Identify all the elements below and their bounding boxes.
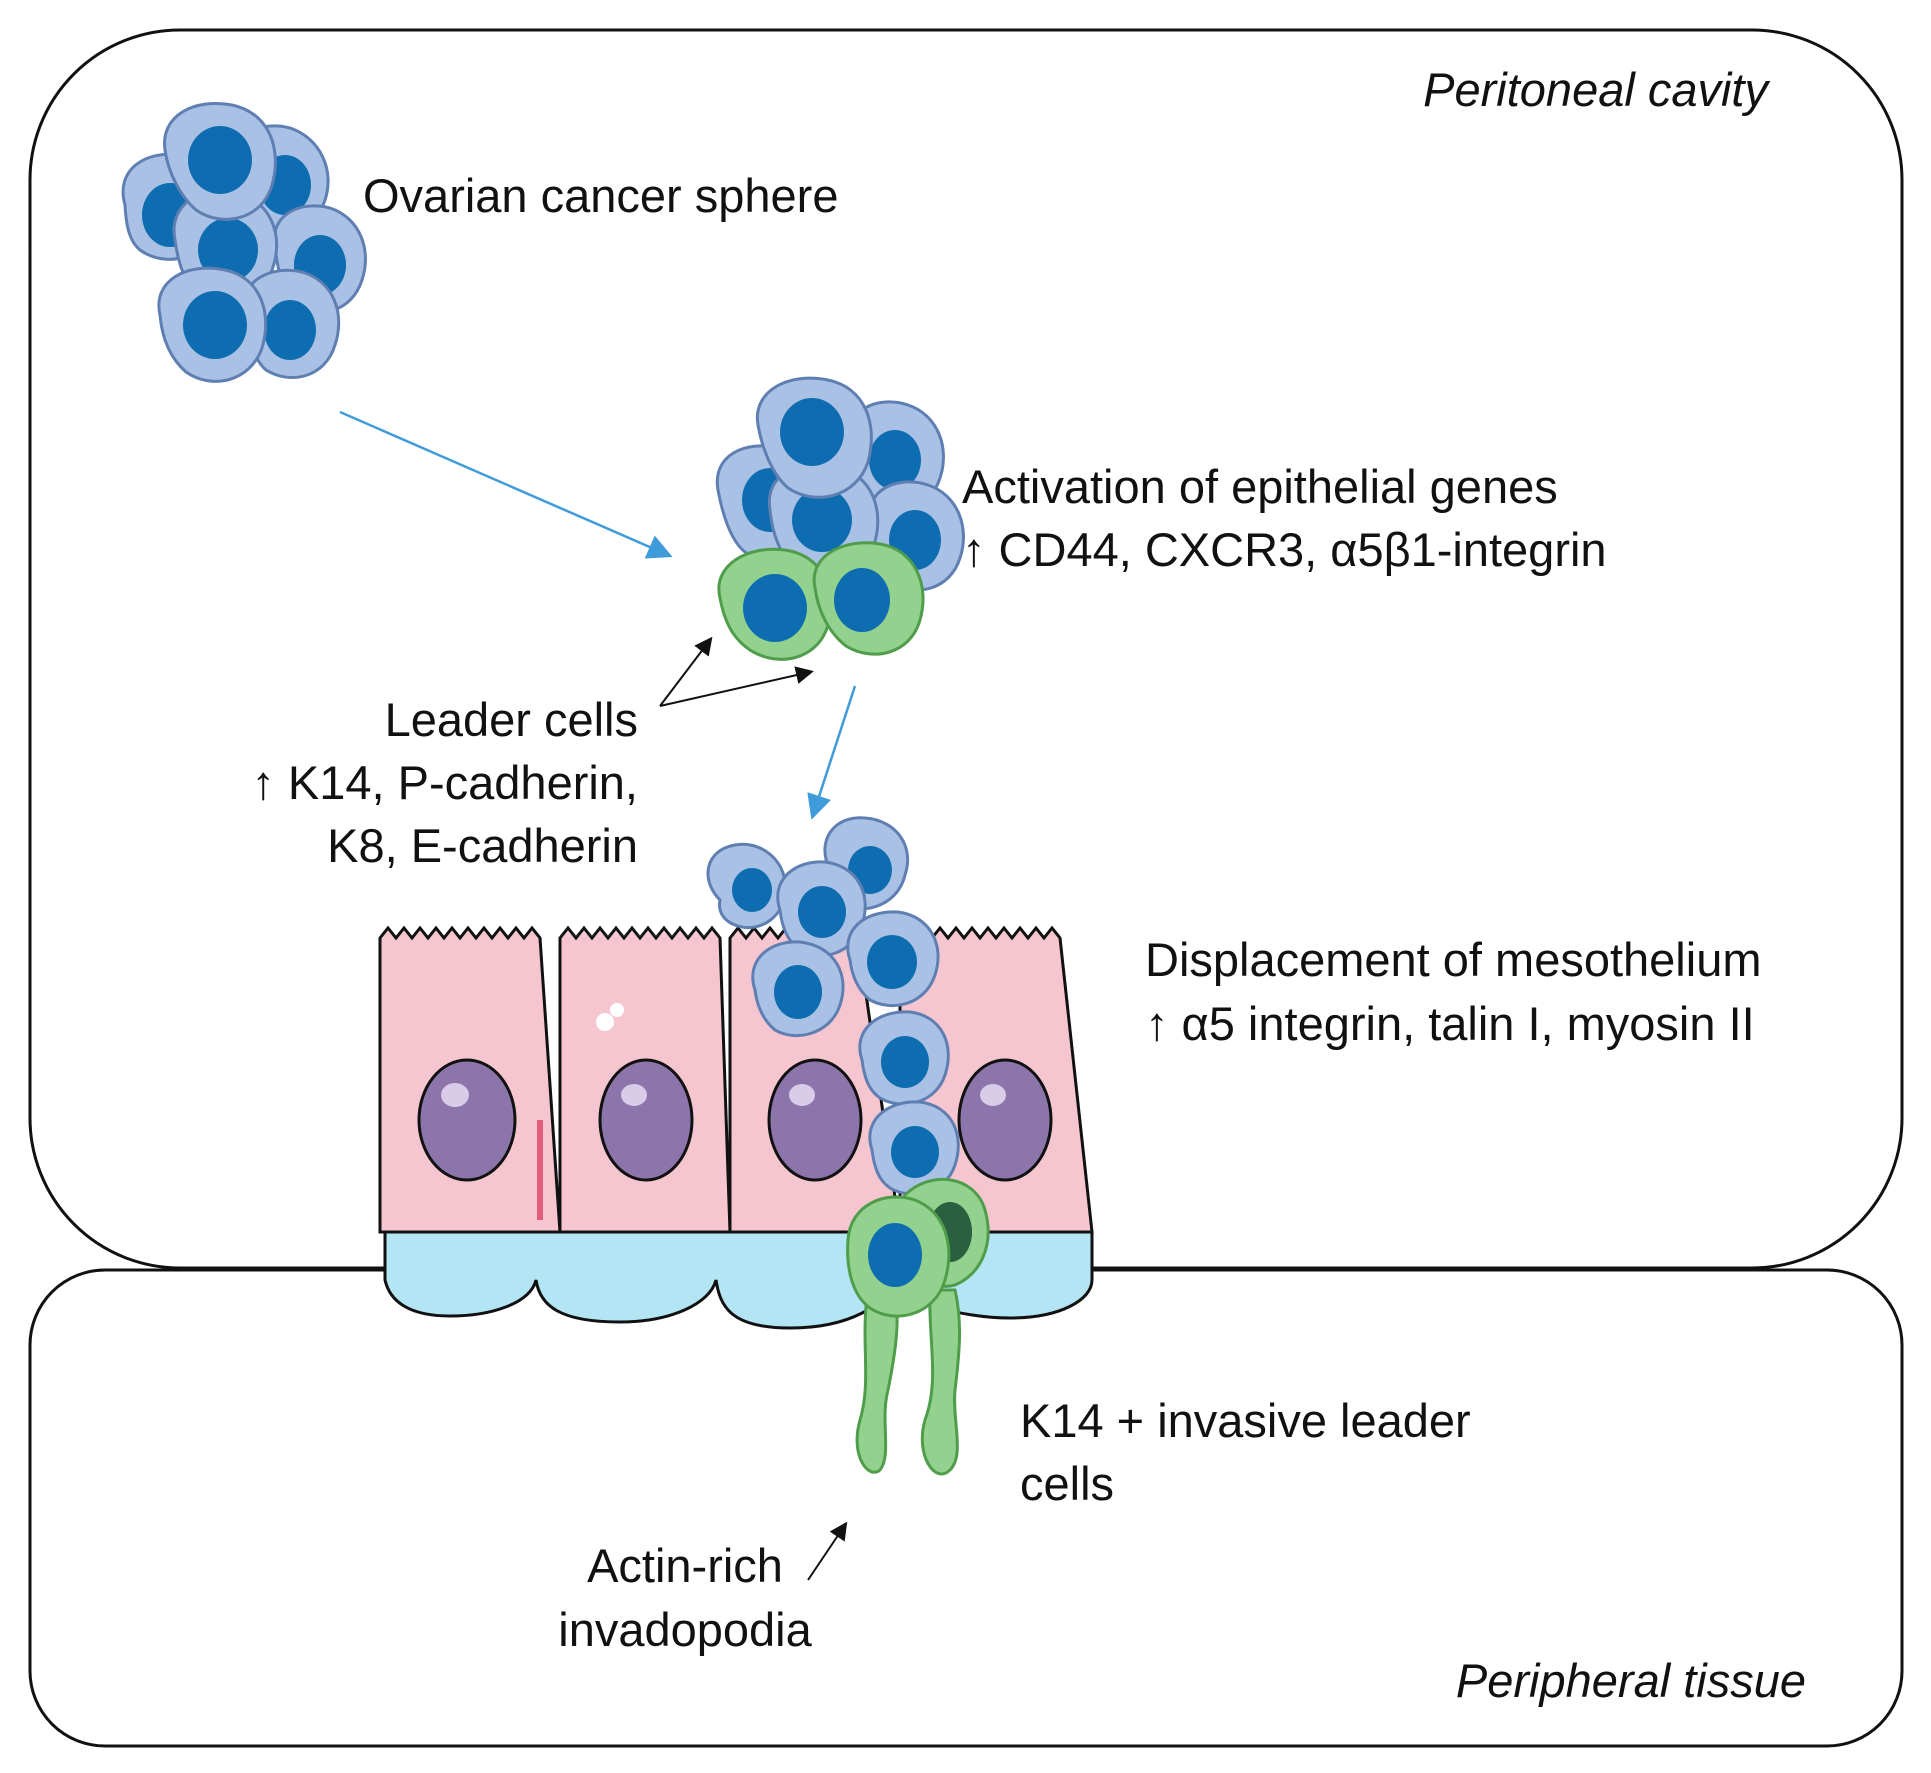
sphere-to-activation-arrow <box>339 410 673 559</box>
leader-cell <box>812 541 925 656</box>
mesothelial-nucleus <box>957 1058 1053 1182</box>
invadopodia <box>855 1288 962 1476</box>
label-activation-title: Activation of epithelial genes <box>962 460 1558 513</box>
invading-leader-cell <box>846 1195 951 1318</box>
mesothelial-nucleus <box>767 1058 863 1182</box>
invading-cell <box>706 842 787 930</box>
cancer-cell <box>755 376 873 499</box>
leader-cell <box>717 547 833 661</box>
invading-cell <box>751 940 845 1038</box>
activation-to-mesothelium-arrow <box>807 685 857 820</box>
label-displacement-markers: ↑ α5 integrin, talin I, myosin II <box>1145 997 1755 1050</box>
pointer-arrows <box>659 636 848 1581</box>
mesothelial-nucleus <box>598 1058 694 1182</box>
label-activation-markers: ↑ CD44, CXCR3, α5β1-integrin <box>962 523 1607 576</box>
mesothelium <box>378 925 1094 1234</box>
invading-cell <box>846 910 940 1008</box>
invadopodia-pointer-arrow <box>807 1521 848 1581</box>
label-displacement-title: Displacement of mesothelium <box>1145 933 1762 986</box>
label-invasive-leader-1: K14 + invasive leader <box>1020 1394 1471 1447</box>
cancer-cell <box>243 268 341 379</box>
flow-arrows <box>339 410 857 820</box>
label-leader-cells-title: Leader cells <box>385 693 638 746</box>
mesothelial-cell-1 <box>378 925 562 1234</box>
label-leader-markers-1: ↑ K14, P-cadherin, <box>251 756 638 809</box>
invading-cell <box>858 1010 950 1106</box>
leader-cell-pointer-arrow <box>659 636 713 707</box>
region-label-peripheral-tissue: Peripheral tissue <box>1456 1654 1806 1707</box>
cancer-cell <box>163 102 277 221</box>
label-leader-markers-2: K8, E-cadherin <box>327 819 638 872</box>
invading-cell <box>868 1100 960 1196</box>
invading-cells <box>706 816 990 1318</box>
cancer-cell <box>157 266 268 383</box>
label-invadopodia-1: Actin-rich <box>587 1539 783 1592</box>
ovarian-cancer-sphere <box>121 102 367 383</box>
activated-sphere <box>715 376 965 661</box>
label-invasive-leader-2: cells <box>1020 1457 1114 1510</box>
label-ovarian-cancer-sphere: Ovarian cancer sphere <box>363 169 838 222</box>
mesothelial-nucleus <box>417 1058 517 1182</box>
mesothelial-cell-2 <box>558 925 732 1234</box>
label-invadopodia-2: invadopodia <box>558 1603 812 1656</box>
leader-cell-pointer-arrow <box>659 666 814 707</box>
region-label-peritoneal-cavity: Peritoneal cavity <box>1423 63 1770 116</box>
